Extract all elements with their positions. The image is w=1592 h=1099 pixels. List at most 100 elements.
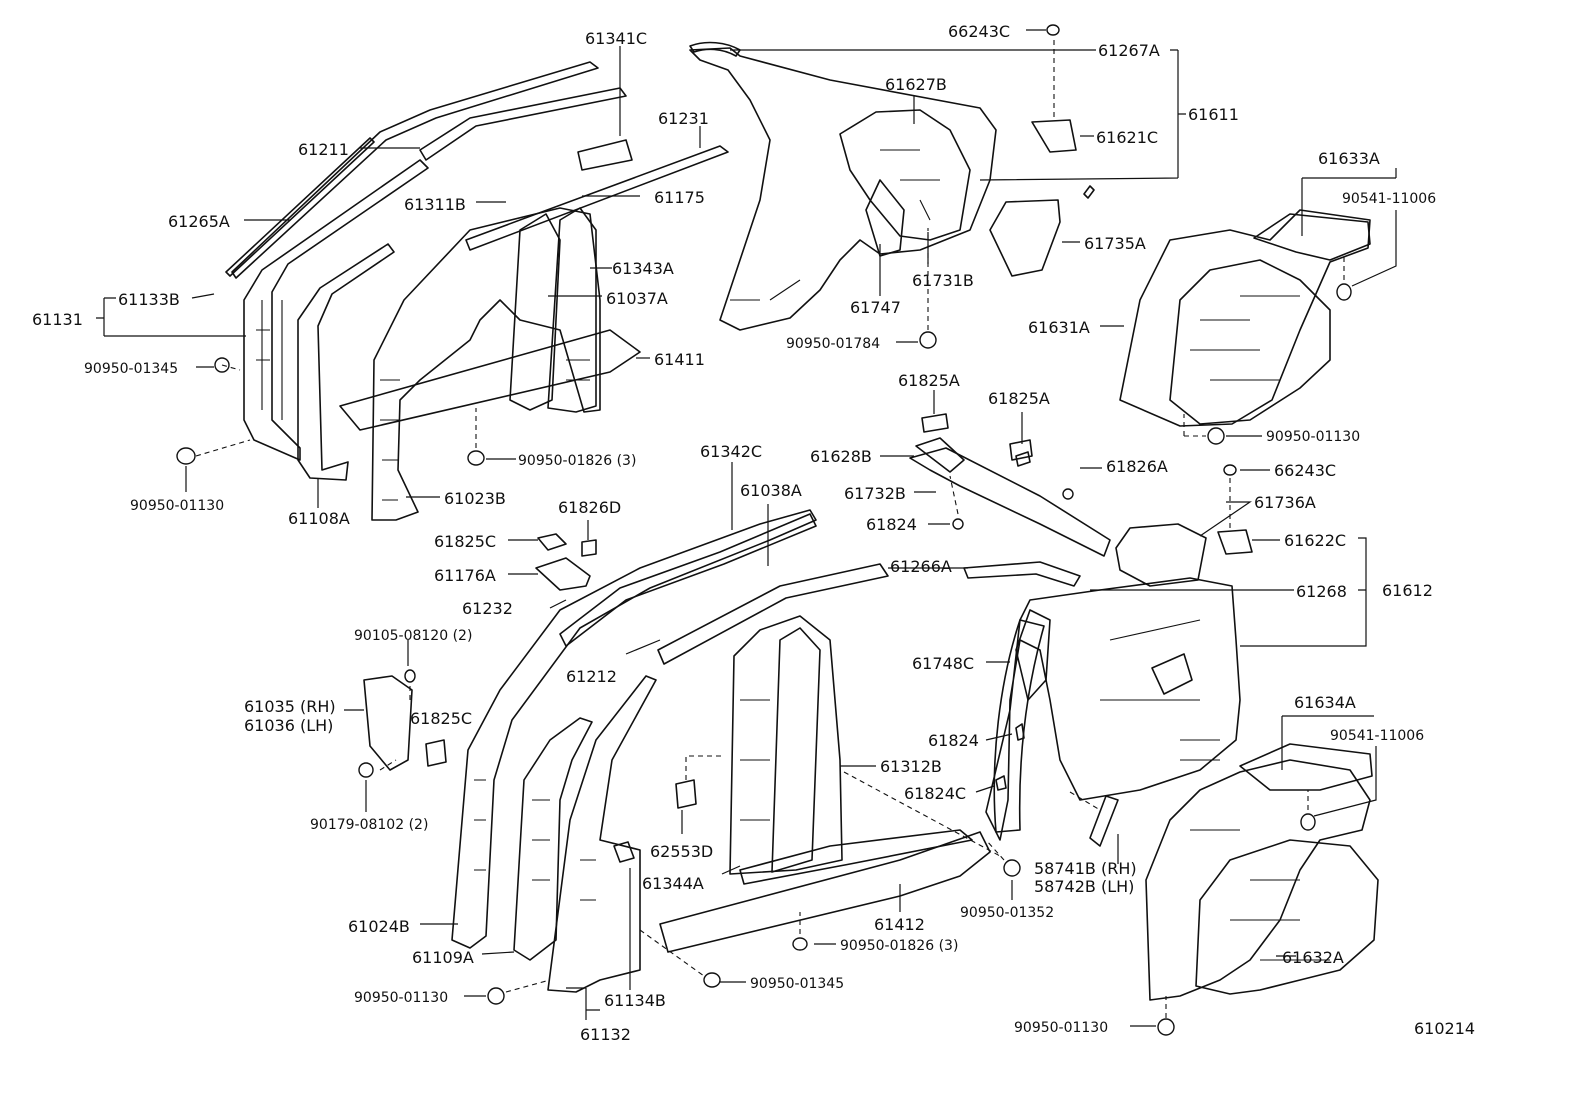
callout-61311b: 61311B — [404, 195, 466, 214]
diagram-code: 610214 — [1414, 1019, 1475, 1038]
callout-61736a: 61736A — [1254, 493, 1316, 512]
center-pillar-outer-shape — [547, 207, 597, 413]
callout-61344a: 61344A — [642, 874, 704, 893]
rear-wheelhouse-inner-top-shape — [1169, 259, 1331, 425]
front-rail-bracket-shape — [577, 139, 633, 171]
callout-58741b-rh: 58741B (RH) — [1034, 859, 1137, 878]
plug-61826a-icon — [1062, 488, 1074, 500]
callout-61268: 61268 — [1296, 582, 1347, 601]
callout-90950-01826-lower: 90950-01826 (3) — [840, 938, 958, 954]
rear-shelf-bracket-shape — [1253, 213, 1371, 261]
bolt-90105-08120-icon — [404, 669, 416, 683]
front-pillar-outer-shape — [243, 159, 429, 461]
center-pillar-lower-outer-shape — [729, 615, 843, 875]
plug-90950-01826-lower-icon — [792, 937, 808, 951]
callout-61133b: 61133B — [118, 290, 180, 309]
callout-61748c: 61748C — [912, 654, 974, 673]
nut-90179-08102-icon — [358, 762, 374, 778]
callout-90950-01130-lower-right: 90950-01130 — [1014, 1020, 1108, 1036]
callout-61826d: 61826D — [558, 498, 621, 517]
callout-61622c: 61622C — [1284, 531, 1346, 550]
callout-61731b: 61731B — [912, 271, 974, 290]
plug-90950-01130-lower-right-icon — [1157, 1018, 1175, 1036]
callout-61825a-right: 61825A — [988, 389, 1050, 408]
callout-90541-11006-lower: 90541-11006 — [1330, 728, 1424, 744]
callout-61131: 61131 — [32, 310, 83, 329]
package-tray-side-shape — [909, 447, 1111, 557]
bracket-pad-upper-shape — [537, 533, 567, 551]
callout-61232: 61232 — [462, 599, 513, 618]
callout-61824-upper: 61824 — [866, 515, 917, 534]
quarter-wheel-opening-arc-shape — [993, 619, 1045, 833]
quarter-roof-edge-shape — [689, 41, 741, 57]
callout-58742b-lh: 58742B (LH) — [1034, 877, 1134, 896]
plug-90950-01826-upper-icon — [467, 450, 485, 466]
callout-90950-01130-lower-left: 90950-01130 — [354, 990, 448, 1006]
package-pad-shape — [921, 413, 949, 433]
package-tray-bracket-shape — [915, 437, 965, 473]
assembly-dashed-lines — [195, 40, 1345, 1018]
callout-61634a: 61634A — [1294, 693, 1356, 712]
quarter-panel-lower-shape — [985, 577, 1241, 841]
quarter-inner-upper-shape — [1115, 523, 1207, 587]
roof-side-rail-outer-shape — [231, 61, 599, 279]
wheelhouse-seal-pad-shape — [1009, 439, 1033, 461]
quarter-inner-lower-shape — [1015, 609, 1051, 701]
callout-61176a: 61176A — [434, 566, 496, 585]
callout-61023b: 61023B — [444, 489, 506, 508]
body-side-outer-front-shape — [371, 207, 601, 521]
callout-61611: 61611 — [1188, 105, 1239, 124]
quarter-extension-shape — [989, 199, 1061, 277]
callout-61633a: 61633A — [1318, 149, 1380, 168]
callout-61628b: 61628B — [810, 447, 872, 466]
rear-shelf-bracket-lower-shape — [1239, 743, 1373, 791]
small-pad-c-shape — [995, 775, 1007, 791]
callout-61132: 61132 — [580, 1025, 631, 1044]
callout-61342c: 61342C — [700, 442, 762, 461]
callout-61825c-upper: 61825C — [434, 532, 496, 551]
plug-61824-upper-icon — [952, 518, 964, 530]
callout-62553d: 62553D — [650, 842, 713, 861]
callout-90950-01130-upper-right: 90950-01130 — [1266, 429, 1360, 445]
plug-90950-01130-lower-left-icon — [487, 987, 505, 1005]
fasteners — [176, 24, 1352, 1036]
fuel-door-opening-shape — [1151, 653, 1193, 695]
package-pad-a-shape — [1015, 451, 1031, 467]
callout-61231: 61231 — [658, 109, 709, 128]
bracket-rh-lh-square-shape — [581, 539, 597, 557]
callout-90950-01345-upper: 90950-01345 — [84, 361, 178, 377]
callout-90950-01784: 90950-01784 — [786, 336, 880, 352]
part-drawings — [225, 41, 1379, 1001]
callout-61824-lower: 61824 — [928, 731, 979, 750]
callout-61265a: 61265A — [168, 212, 230, 231]
roof-rail-lower-shape — [559, 513, 817, 647]
gusset-upper-shape — [535, 557, 591, 591]
callout-61312b: 61312B — [880, 757, 942, 776]
leader-lines — [96, 29, 1397, 1027]
callout-90950-01130-upper-left: 90950-01130 — [130, 498, 224, 514]
sill-plug-shape — [613, 841, 635, 863]
callout-61826a: 61826A — [1106, 457, 1168, 476]
callout-61036-lh: 61036 (LH) — [244, 716, 333, 735]
callout-61627b: 61627B — [885, 75, 947, 94]
callout-61267a: 61267A — [1098, 41, 1160, 60]
plug-90950-01345-lower-icon — [703, 972, 721, 988]
callout-61038a: 61038A — [740, 481, 802, 500]
callout-90541-11006-upper: 90541-11006 — [1342, 191, 1436, 207]
callout-61109a: 61109A — [412, 948, 474, 967]
callout-61824c: 61824C — [904, 784, 966, 803]
callout-61411: 61411 — [654, 350, 705, 369]
roof-drip-weatherstrip-shape — [225, 137, 375, 277]
plug-90950-01130-right-upper-icon — [1207, 427, 1225, 445]
callout-61266a: 61266A — [890, 557, 952, 576]
callout-61621c: 61621C — [1096, 128, 1158, 147]
rocker-panel-front-shape — [339, 329, 641, 431]
pillar-brace-bracket-shape — [363, 675, 413, 771]
center-pillar-inner-lower-shape — [771, 627, 821, 873]
plug-90950-01784-icon — [919, 331, 937, 349]
small-pad-shape — [1015, 723, 1025, 741]
front-pillar-inner-shape — [297, 243, 395, 481]
callout-61735a: 61735A — [1084, 234, 1146, 253]
front-pillar-lower-inner-shape — [513, 717, 593, 961]
